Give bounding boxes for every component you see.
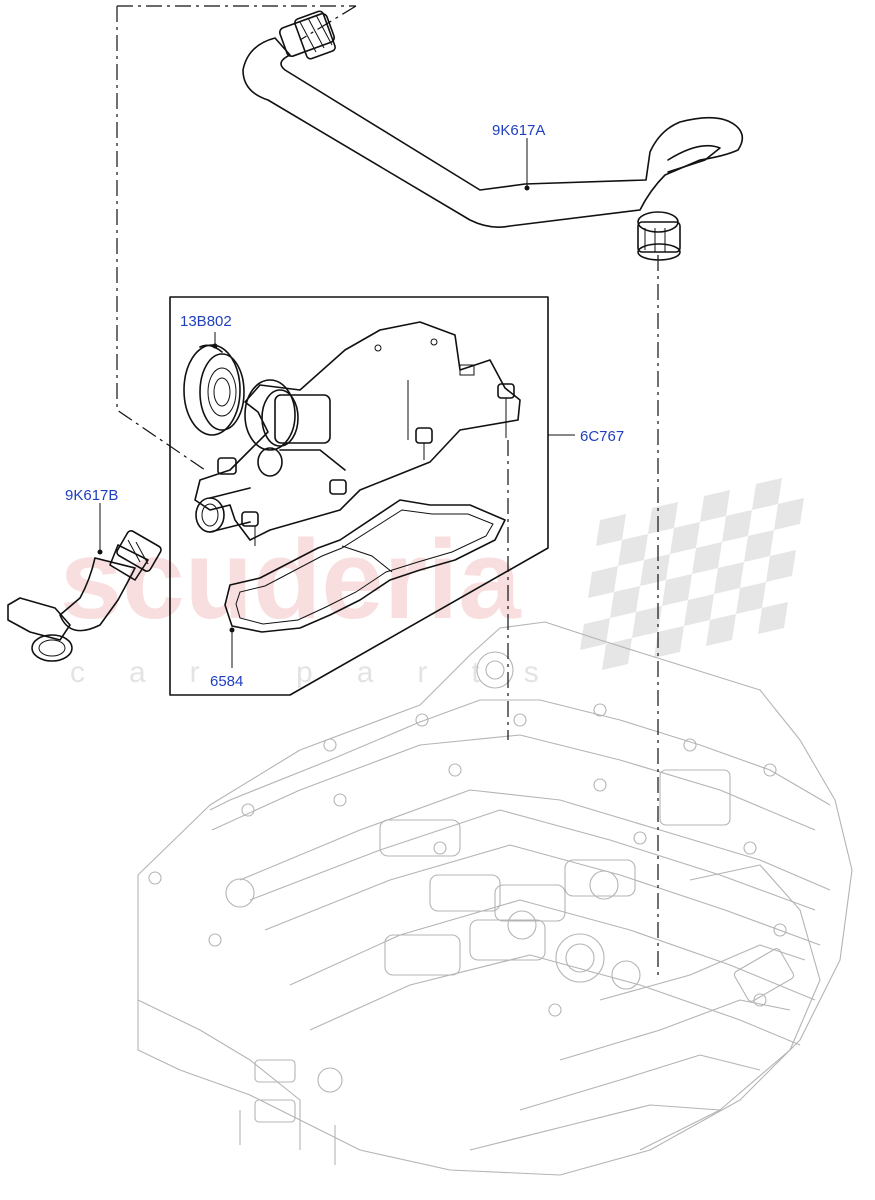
bolt-icon — [683, 738, 697, 752]
checker-square — [684, 594, 714, 626]
callout-labels: 9K617A 13B802 6C767 9K617B 6584 — [65, 122, 624, 690]
hose-upper-connector-top — [278, 10, 336, 60]
bolt-icon — [593, 778, 607, 792]
checker-square — [758, 602, 788, 634]
hose-lower-fitting — [7, 597, 73, 662]
gasket — [224, 499, 506, 633]
bolt-icon — [333, 793, 347, 807]
breather-hose-lower — [7, 530, 162, 662]
label-13B802[interactable]: 13B802 — [180, 313, 232, 330]
watermark-tagline: car parts — [70, 656, 583, 689]
checker-square — [736, 582, 766, 614]
bolt-icon — [241, 803, 255, 817]
bolt-icon — [415, 713, 429, 727]
checker-square — [766, 550, 796, 582]
checker-square — [692, 542, 722, 574]
checker-square — [700, 490, 730, 522]
bolt-icon — [593, 703, 607, 717]
checker-square — [580, 618, 610, 650]
breather-hose-upper — [242, 10, 744, 261]
checker-square — [602, 638, 632, 670]
checker-square — [714, 562, 744, 594]
label-6C767[interactable]: 6C767 — [580, 428, 624, 445]
callout-leaders — [97, 138, 575, 668]
bolt-icon — [208, 933, 222, 947]
bolt-icon — [753, 993, 767, 1007]
hose-upper-connector-right — [637, 211, 681, 261]
engine-cylinder-head — [137, 621, 853, 1176]
label-9K617B[interactable]: 9K617B — [65, 487, 118, 504]
checker-square — [632, 606, 662, 638]
assembly-lines — [116, 5, 659, 980]
checker-square — [774, 498, 804, 530]
label-6584[interactable]: 6584 — [210, 673, 243, 690]
checker-square — [640, 554, 670, 586]
checker-square — [662, 574, 692, 606]
bolt-icon — [743, 841, 757, 855]
oil-separator-housing — [194, 321, 521, 546]
bolt-icon — [433, 841, 447, 855]
bolt-icon — [448, 763, 462, 777]
bolt-icon — [548, 1003, 562, 1017]
bolt-icon — [763, 763, 777, 777]
bolt-icon — [773, 923, 787, 937]
checker-square — [618, 534, 648, 566]
watermark: scuderia car parts — [60, 478, 804, 689]
hose-lower-connector — [116, 530, 162, 572]
checker-square — [752, 478, 782, 510]
bolt-icon — [633, 831, 647, 845]
bolt-icon — [513, 713, 527, 727]
assembly-box — [169, 296, 549, 696]
watermark-checker-flag — [580, 478, 804, 670]
checker-square — [588, 566, 618, 598]
engine-bolts — [148, 703, 787, 1017]
checker-square — [744, 530, 774, 562]
bolt-icon — [148, 871, 162, 885]
bolt-icon — [323, 738, 337, 752]
checker-square — [706, 614, 736, 646]
checker-square — [596, 514, 626, 546]
checker-square — [654, 626, 684, 658]
oil-separator-cap — [183, 344, 245, 436]
checker-square — [648, 502, 678, 534]
checker-square — [670, 522, 700, 554]
label-9K617A[interactable]: 9K617A — [492, 122, 545, 139]
checker-square — [610, 586, 640, 618]
checker-square — [722, 510, 752, 542]
